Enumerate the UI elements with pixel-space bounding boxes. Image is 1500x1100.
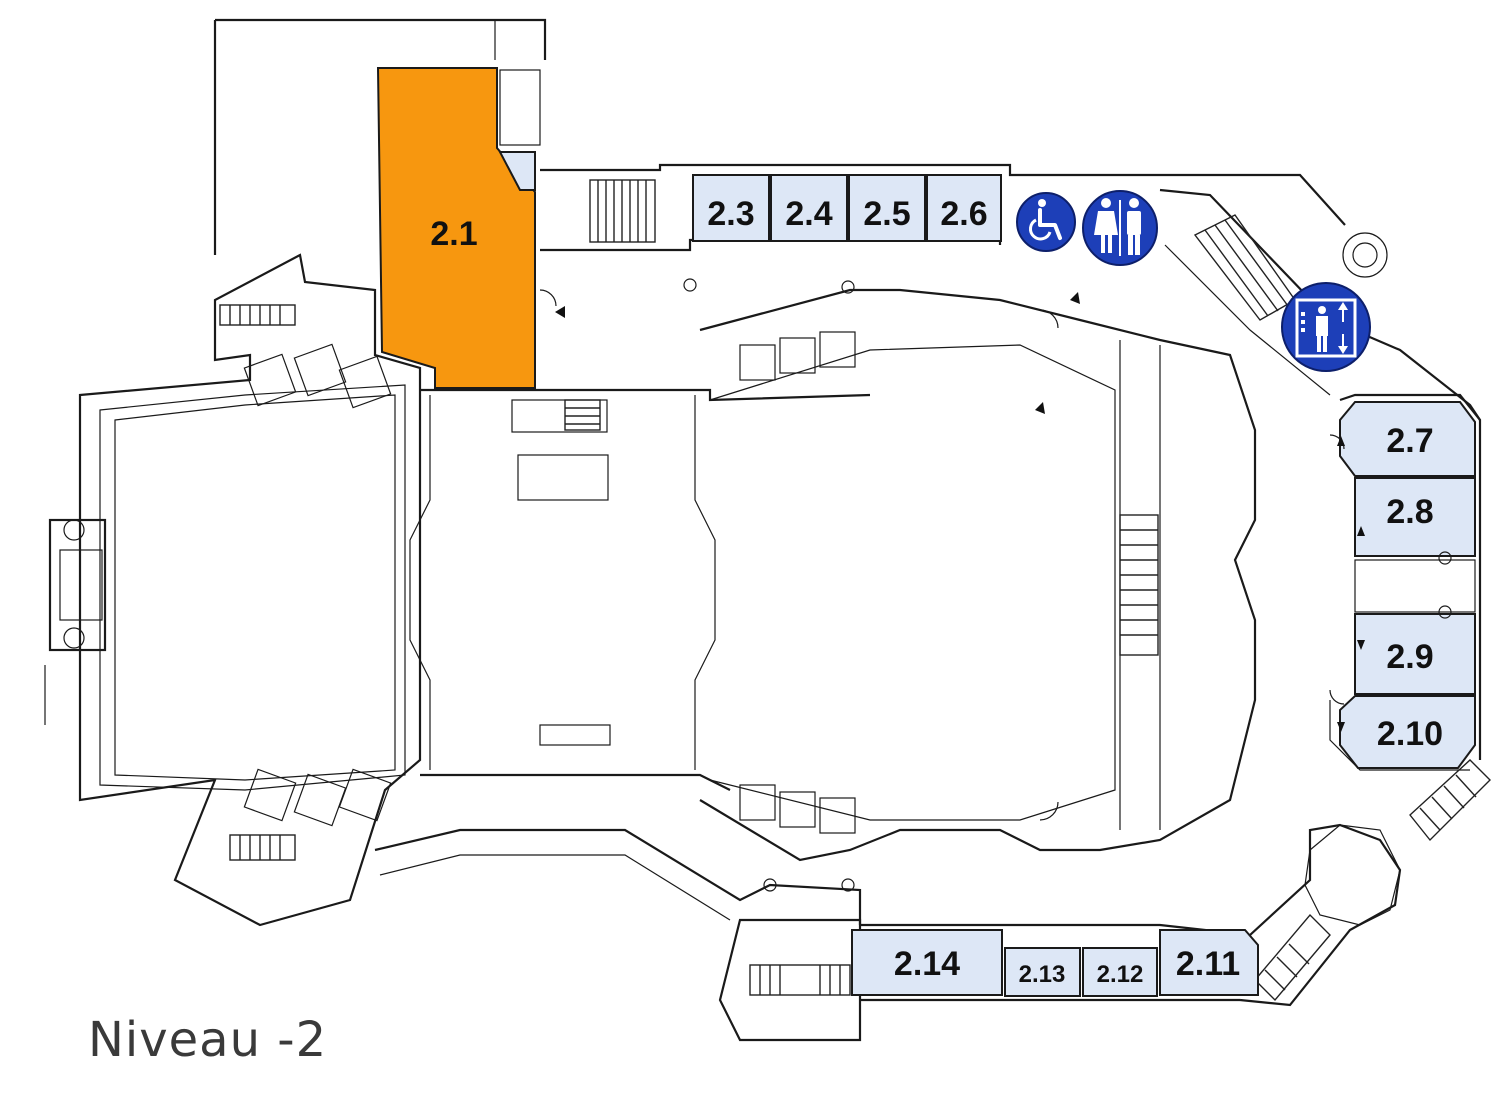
room-label: 2.6 [940, 195, 987, 233]
room-2-14[interactable]: 2.14 [851, 929, 1003, 996]
rooms: 2.1 2.3 2.4 2.5 2.6 2.7 2.8 [376, 67, 1476, 997]
room-label: 2.5 [863, 195, 910, 233]
plan-details [243, 278, 1452, 926]
room-2-1[interactable]: 2.1 [376, 67, 536, 389]
arrow-down-icon [1357, 640, 1365, 650]
room-2-1-annex [498, 151, 536, 191]
wheelchair-accessible-icon [1016, 192, 1076, 252]
room-2-3[interactable]: 2.3 [692, 174, 770, 242]
room-2-9[interactable]: 2.9 [1354, 613, 1476, 695]
arrow-left-icon [555, 306, 565, 318]
arrow-down-icon [1337, 722, 1345, 732]
room-label: 2.1 [430, 215, 477, 253]
room-label: 2.9 [1386, 638, 1433, 676]
arrow-down-icon [1035, 402, 1045, 414]
toilets-icon [1082, 190, 1158, 266]
room-label: 2.13 [1019, 961, 1066, 988]
room-2-7[interactable]: 2.7 [1339, 401, 1476, 477]
room-label: 2.3 [707, 195, 754, 233]
room-2-13[interactable]: 2.13 [1004, 947, 1081, 997]
room-label: 2.7 [1386, 422, 1433, 460]
elevator-icon [1281, 282, 1371, 372]
room-2-6[interactable]: 2.6 [926, 174, 1002, 242]
room-label: 2.12 [1097, 961, 1144, 988]
direction-arrows [555, 292, 1365, 732]
room-2-8[interactable]: 2.8 [1354, 477, 1476, 557]
room-label: 2.10 [1377, 715, 1443, 753]
room-2-12[interactable]: 2.12 [1082, 947, 1158, 997]
level-title: Niveau -2 [88, 1012, 328, 1068]
arrow-up-icon [1357, 526, 1365, 536]
room-label: 2.8 [1386, 493, 1433, 531]
building-walls [44, 18, 1482, 1042]
room-label: 2.11 [1176, 945, 1240, 983]
room-2-5[interactable]: 2.5 [848, 174, 926, 242]
room-2-4[interactable]: 2.4 [770, 174, 848, 242]
room-2-10[interactable]: 2.10 [1339, 695, 1476, 769]
room-label: 2.4 [785, 195, 832, 233]
arrow-down-icon [1070, 292, 1080, 304]
arrow-up-icon [1337, 436, 1345, 446]
stairs [219, 179, 1491, 1002]
room-label: 2.14 [894, 945, 960, 983]
room-2-11[interactable]: 2.11 [1159, 929, 1259, 996]
